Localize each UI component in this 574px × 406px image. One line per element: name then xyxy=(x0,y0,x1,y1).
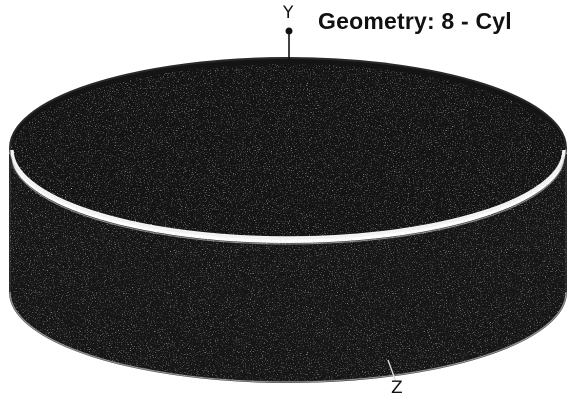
cylinder-bottom-edge xyxy=(9,291,567,383)
z-axis-line xyxy=(387,359,397,383)
cylinder-rim-shadow xyxy=(11,155,565,245)
surface-speckle-texture xyxy=(10,64,566,382)
z-axis-label: Z xyxy=(391,378,403,398)
cylinder-rim-highlight xyxy=(10,149,566,240)
geometry-title: Geometry: 8 - Cyl xyxy=(318,8,512,34)
y-axis-label: Y xyxy=(283,3,294,23)
y-axis-marker xyxy=(285,27,293,35)
